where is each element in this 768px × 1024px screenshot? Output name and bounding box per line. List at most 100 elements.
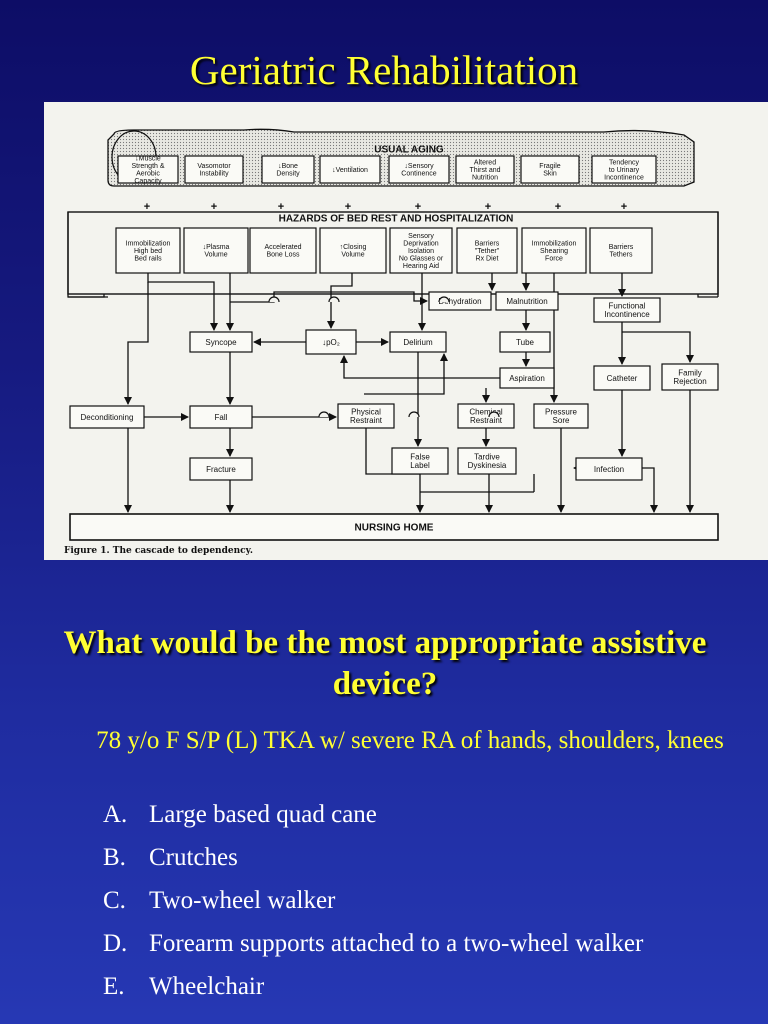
infection-node-rect: [575, 457, 643, 481]
line-crossing: [488, 411, 500, 418]
hazard-item: Barriers"Tether"Rx Diet: [456, 227, 518, 274]
hazards-label: HAZARDS OF BED REST AND HOSPITALIZATION: [279, 214, 514, 225]
line-crossing: [318, 411, 330, 418]
plus-sign: +: [278, 201, 284, 213]
plus-sign: +: [485, 201, 491, 213]
nursing-home-label: NURSING HOME: [355, 523, 434, 534]
hazards-frame: [67, 211, 719, 295]
plus-sign: +: [211, 201, 217, 213]
aspiration-node-label: Aspiration: [509, 374, 545, 383]
option-letter: C.: [103, 887, 126, 914]
hazard-item-rect: [319, 227, 387, 274]
catheter-node-rect: [593, 365, 651, 391]
po2-node-rect: [305, 329, 357, 355]
line-crossing: [438, 296, 450, 303]
aspiration-node: Aspiration: [499, 367, 555, 389]
answer-options: A. Large based quad cane B.Crutches C. Two…: [103, 797, 723, 1012]
syncope-node: Syncope: [189, 331, 253, 353]
deconditioning-node: Deconditioning: [69, 405, 145, 429]
fall-node: Fall: [189, 405, 253, 429]
option-e[interactable]: E. Wheelchair: [103, 969, 723, 1004]
option-text: Two-wheel walker: [149, 887, 336, 914]
usual-aging-item-rect: [319, 155, 381, 184]
option-text: Wheelchair: [149, 973, 265, 1000]
false-label-node-rect: [391, 447, 449, 475]
figure-caption: Figure 1. The cascade to dependency.: [64, 546, 253, 556]
catheter-node: Catheter: [593, 365, 651, 391]
case-description: 78 y/o F S/P (L) TKA w/ severe RA of han…: [96, 727, 724, 754]
usual-aging-item: ↓Ventilation: [319, 155, 381, 184]
hazard-item-rect: [183, 227, 249, 274]
option-text: Large based quad cane: [149, 801, 377, 828]
catheter-node-label: Catheter: [607, 374, 638, 383]
chemical-restraint-node-rect: [457, 403, 515, 429]
usual-aging-item-rect: [184, 155, 244, 184]
tube-node-label: Tube: [516, 338, 534, 347]
hazard-item-rect: [389, 227, 453, 274]
tube-node: Tube: [499, 331, 551, 353]
option-d[interactable]: D. Forearm supports attached to a two-whe…: [103, 926, 723, 961]
question-text: What would be the most appropriate assis…: [63, 625, 707, 702]
option-a[interactable]: A. Large based quad cane: [103, 797, 723, 832]
option-b[interactable]: B.Crutches: [103, 840, 723, 875]
usual-aging-item-rect: [520, 155, 580, 184]
delirium-node: Delirium: [389, 331, 447, 353]
delirium-node-rect: [389, 331, 447, 353]
deconditioning-node-rect: [69, 405, 145, 429]
deconditioning-node-label: Deconditioning: [81, 413, 134, 422]
infection-node: Infection: [575, 457, 643, 481]
infection-node-label: Infection: [594, 465, 624, 474]
line-crossing: [328, 296, 340, 303]
usual-aging-item-rect: [591, 155, 657, 184]
fracture-node: Fracture: [189, 457, 253, 481]
option-letter: A.: [103, 801, 128, 828]
option-letter: D.: [103, 930, 128, 957]
option-c[interactable]: C. Two-wheel walker: [103, 883, 723, 918]
option-letter: E.: [103, 973, 125, 1000]
fall-node-label: Fall: [215, 413, 228, 422]
hazard-item-rect: [115, 227, 181, 274]
dehydration-node-label: Dehydration: [438, 297, 481, 306]
tardive-dyskinesia-node-rect: [457, 447, 517, 475]
usual-aging-label: USUAL AGING: [374, 145, 444, 156]
plus-sign: +: [144, 201, 150, 213]
functional-incontinence-node-rect: [593, 297, 661, 323]
plus-sign: +: [555, 201, 561, 213]
fracture-node-label: Fracture: [206, 465, 236, 474]
po2-node-label: ↓pO₂: [322, 338, 340, 347]
usual-aging-item-rect: [455, 155, 515, 184]
hazard-item-rect: [456, 227, 518, 274]
option-text: Forearm supports attached to a two-wheel…: [149, 930, 644, 957]
fracture-node-rect: [189, 457, 253, 481]
line-crossing: [408, 411, 420, 418]
